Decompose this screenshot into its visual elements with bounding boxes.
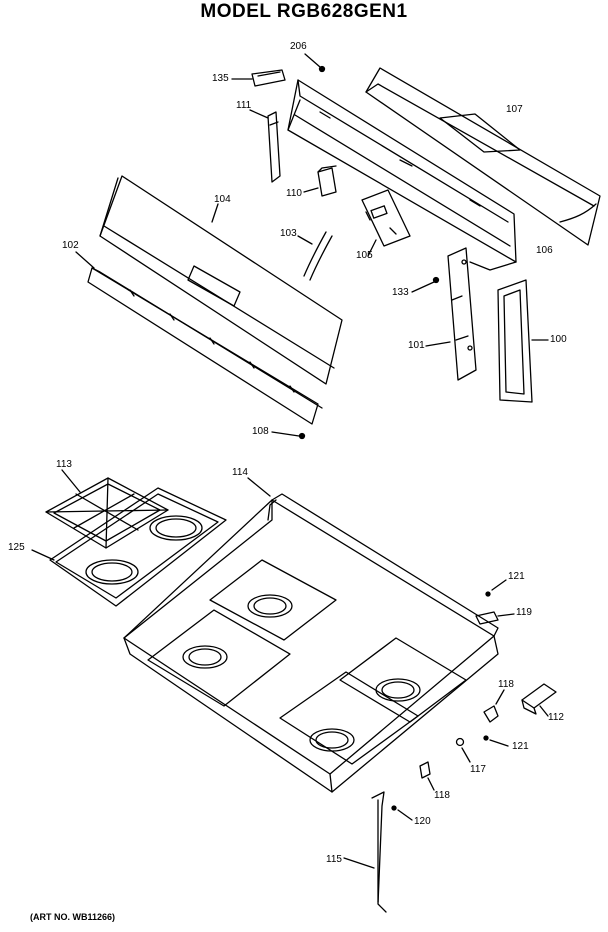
part-135-cap <box>232 70 285 86</box>
callout-133: 133 <box>392 287 409 298</box>
callout-108: 108 <box>252 426 269 437</box>
part-100-side-panel <box>498 280 548 402</box>
callout-113: 113 <box>56 459 72 470</box>
callout-117: 117 <box>470 764 486 775</box>
callout-120: 120 <box>414 816 431 827</box>
part-121-screw-lower <box>484 736 508 746</box>
part-102-trim-strip <box>76 252 322 424</box>
callout-110: 110 <box>286 188 302 199</box>
part-106-backsplash <box>288 80 516 270</box>
part-118-bracket-lower <box>420 762 434 790</box>
part-125-burner-plate <box>32 488 226 606</box>
callout-118-upper: 118 <box>498 679 514 690</box>
part-115-rod <box>344 792 386 912</box>
art-number: (ART NO. WB11266) <box>30 912 116 922</box>
diagram-title: MODEL RGB628GEN1 <box>200 1 408 22</box>
part-133-screw <box>412 278 439 293</box>
callout-125: 125 <box>8 542 25 553</box>
callout-206: 206 <box>290 41 307 52</box>
callout-106: 106 <box>536 245 553 256</box>
part-112-knob <box>522 684 556 716</box>
callout-114: 114 <box>232 467 248 478</box>
part-113-grate <box>46 470 168 548</box>
callout-121-upper: 121 <box>508 571 525 582</box>
part-119-clip <box>476 612 514 624</box>
part-107-trim-cover <box>366 68 600 245</box>
callout-101: 101 <box>408 340 425 351</box>
callout-115: 115 <box>326 854 342 865</box>
callout-111: 111 <box>236 100 252 111</box>
callout-104: 104 <box>214 194 231 205</box>
callout-105: 105 <box>356 250 373 261</box>
part-104-control-panel <box>100 176 342 384</box>
part-105-module <box>362 190 410 256</box>
part-114-cooktop <box>124 478 498 792</box>
part-103-rod <box>298 232 332 280</box>
part-110-switch <box>304 166 336 196</box>
part-108-screw <box>272 432 305 439</box>
part-120-screw <box>392 806 412 820</box>
part-117-grommet <box>457 739 471 763</box>
callout-103: 103 <box>280 228 297 239</box>
callout-121-lower: 121 <box>512 741 529 752</box>
part-101-side-bracket <box>426 248 476 380</box>
callout-102: 102 <box>62 240 79 251</box>
callout-135: 135 <box>212 73 229 84</box>
callout-118-lower: 118 <box>434 790 450 801</box>
callout-107: 107 <box>506 104 523 115</box>
part-121-screw-upper <box>486 580 506 596</box>
part-118-bracket-upper <box>484 690 504 722</box>
callout-100: 100 <box>550 334 567 345</box>
callout-112: 112 <box>548 712 564 723</box>
part-111-bracket <box>250 110 280 182</box>
callout-119: 119 <box>516 607 532 618</box>
part-206-screw <box>305 54 325 72</box>
